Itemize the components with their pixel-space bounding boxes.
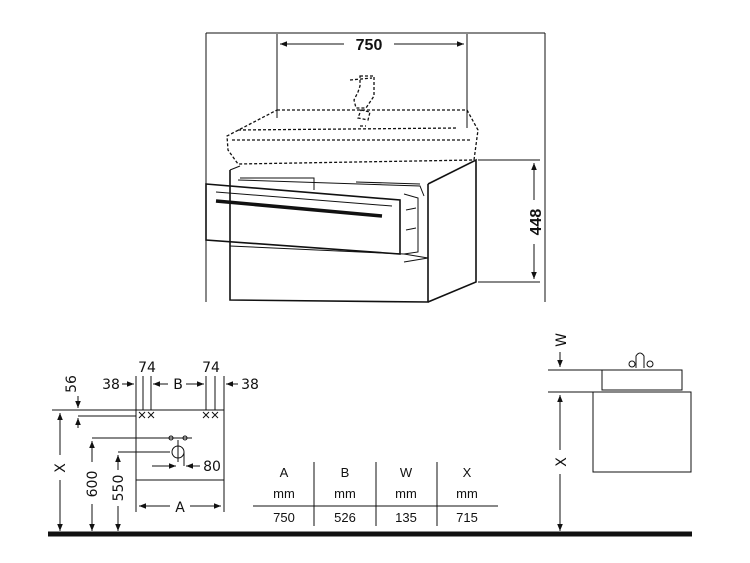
- table-unit-x: mm: [456, 486, 478, 501]
- offset-38-right-label: 38: [241, 377, 259, 393]
- height-x-label: X: [53, 463, 69, 473]
- table-value-x: 715: [456, 510, 478, 525]
- perspective-view: 750: [205, 32, 546, 303]
- table-value-a: 750: [273, 510, 295, 525]
- offset-74-left-label: 74: [138, 360, 156, 376]
- table-unit-b: mm: [334, 486, 356, 501]
- drain-symbol: [166, 435, 192, 462]
- width-label: 750: [356, 37, 383, 54]
- side-x-label: X: [554, 457, 570, 467]
- width-a-label: A: [175, 500, 185, 516]
- height-label: 448: [528, 209, 545, 236]
- table-value-w: 135: [395, 510, 417, 525]
- height-600-label: 600: [85, 471, 101, 498]
- basin-outline: [226, 75, 479, 165]
- table-unit-a: mm: [273, 486, 295, 501]
- offset-56-label: 56: [64, 375, 80, 393]
- width-dimension: 750: [276, 34, 468, 128]
- distance-b-label: B: [173, 377, 183, 393]
- horizontal-offsets: 38 74 B 74 38: [102, 360, 259, 410]
- side-w-label: W: [554, 333, 570, 347]
- mounting-points: [138, 411, 219, 419]
- vanity-cabinet: [205, 158, 477, 303]
- width-a-dimension: A: [135, 480, 225, 516]
- offset-38-left-label: 38: [102, 377, 120, 393]
- side-view: W X: [548, 333, 692, 531]
- table-header-a: A: [280, 465, 289, 480]
- offset-80-label: 80: [203, 459, 221, 475]
- table-header-x: X: [463, 465, 472, 480]
- front-dimension-view: 38 74 B 74 38 56 X 600 550: [52, 360, 259, 531]
- table-unit-w: mm: [395, 486, 417, 501]
- drain-offset: 80: [152, 452, 221, 475]
- offset-74-right-label: 74: [202, 360, 220, 376]
- dimension-table: A B W X mm mm mm mm 750 526 135 715: [253, 462, 498, 526]
- table-header-b: B: [341, 465, 350, 480]
- height-550-label: 550: [111, 475, 127, 502]
- table-header-w: W: [400, 465, 413, 480]
- table-value-b: 526: [334, 510, 356, 525]
- vertical-heights: 56 X 600 550: [52, 375, 170, 531]
- height-dimension: 448: [478, 159, 545, 283]
